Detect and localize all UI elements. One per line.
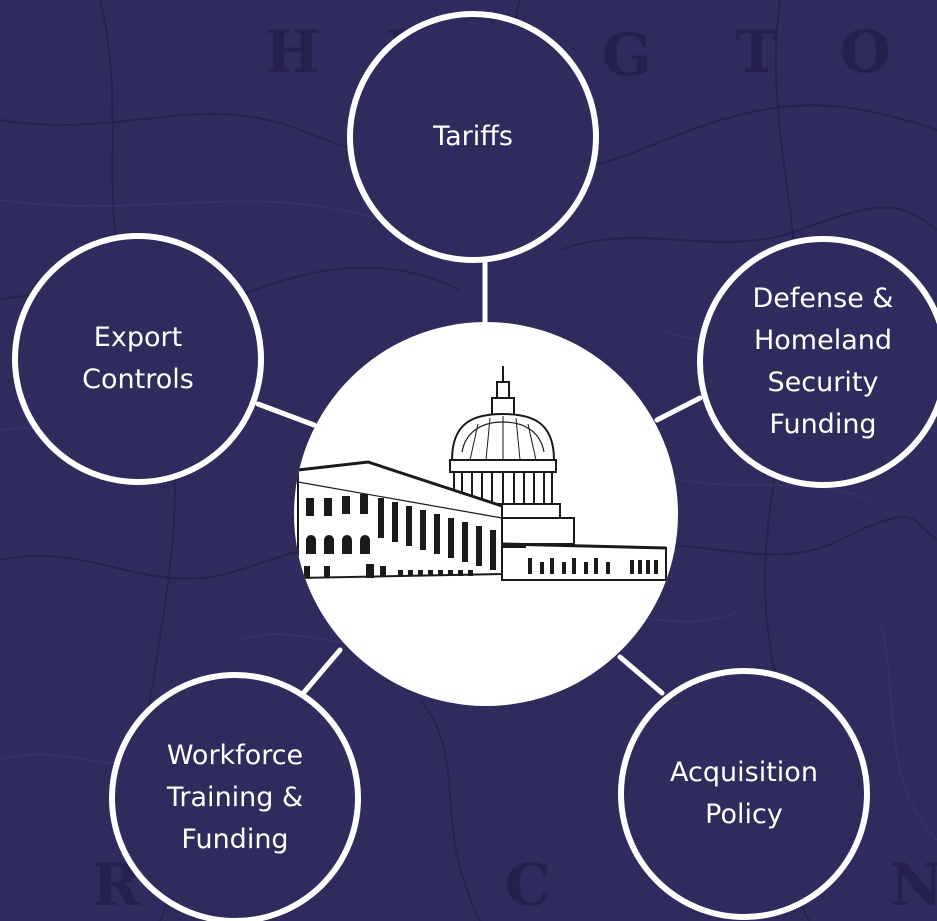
node-workforce-training-funding: Workforce Training & Funding	[109, 672, 361, 921]
node-export-controls: Export Controls	[12, 233, 264, 485]
connector-workforce	[297, 647, 343, 700]
node-label: Workforce Training & Funding	[166, 740, 304, 855]
map-letter: H	[265, 18, 320, 86]
node-label: Acquisition Policy	[670, 757, 818, 830]
map-letter: N	[890, 851, 937, 919]
map-letter: C	[505, 851, 551, 919]
map-letter: G	[602, 21, 652, 89]
node-defense-homeland-security-funding: Defense & Homeland Security Funding	[697, 236, 937, 488]
node-label: Export Controls	[82, 322, 194, 395]
connector-acquisition	[617, 654, 665, 696]
map-letter: O	[840, 18, 891, 86]
connector-export-controls	[255, 401, 317, 428]
hub-circle	[294, 322, 678, 706]
node-label: Defense & Homeland Security Funding	[752, 283, 894, 440]
connector-defense	[654, 395, 703, 423]
map-letter: T	[735, 18, 778, 86]
capitol-building-icon	[297, 366, 667, 581]
node-acquisition-policy: Acquisition Policy	[618, 668, 870, 920]
node-label: Tariffs	[433, 121, 513, 153]
node-tariffs: Tariffs	[347, 11, 599, 263]
